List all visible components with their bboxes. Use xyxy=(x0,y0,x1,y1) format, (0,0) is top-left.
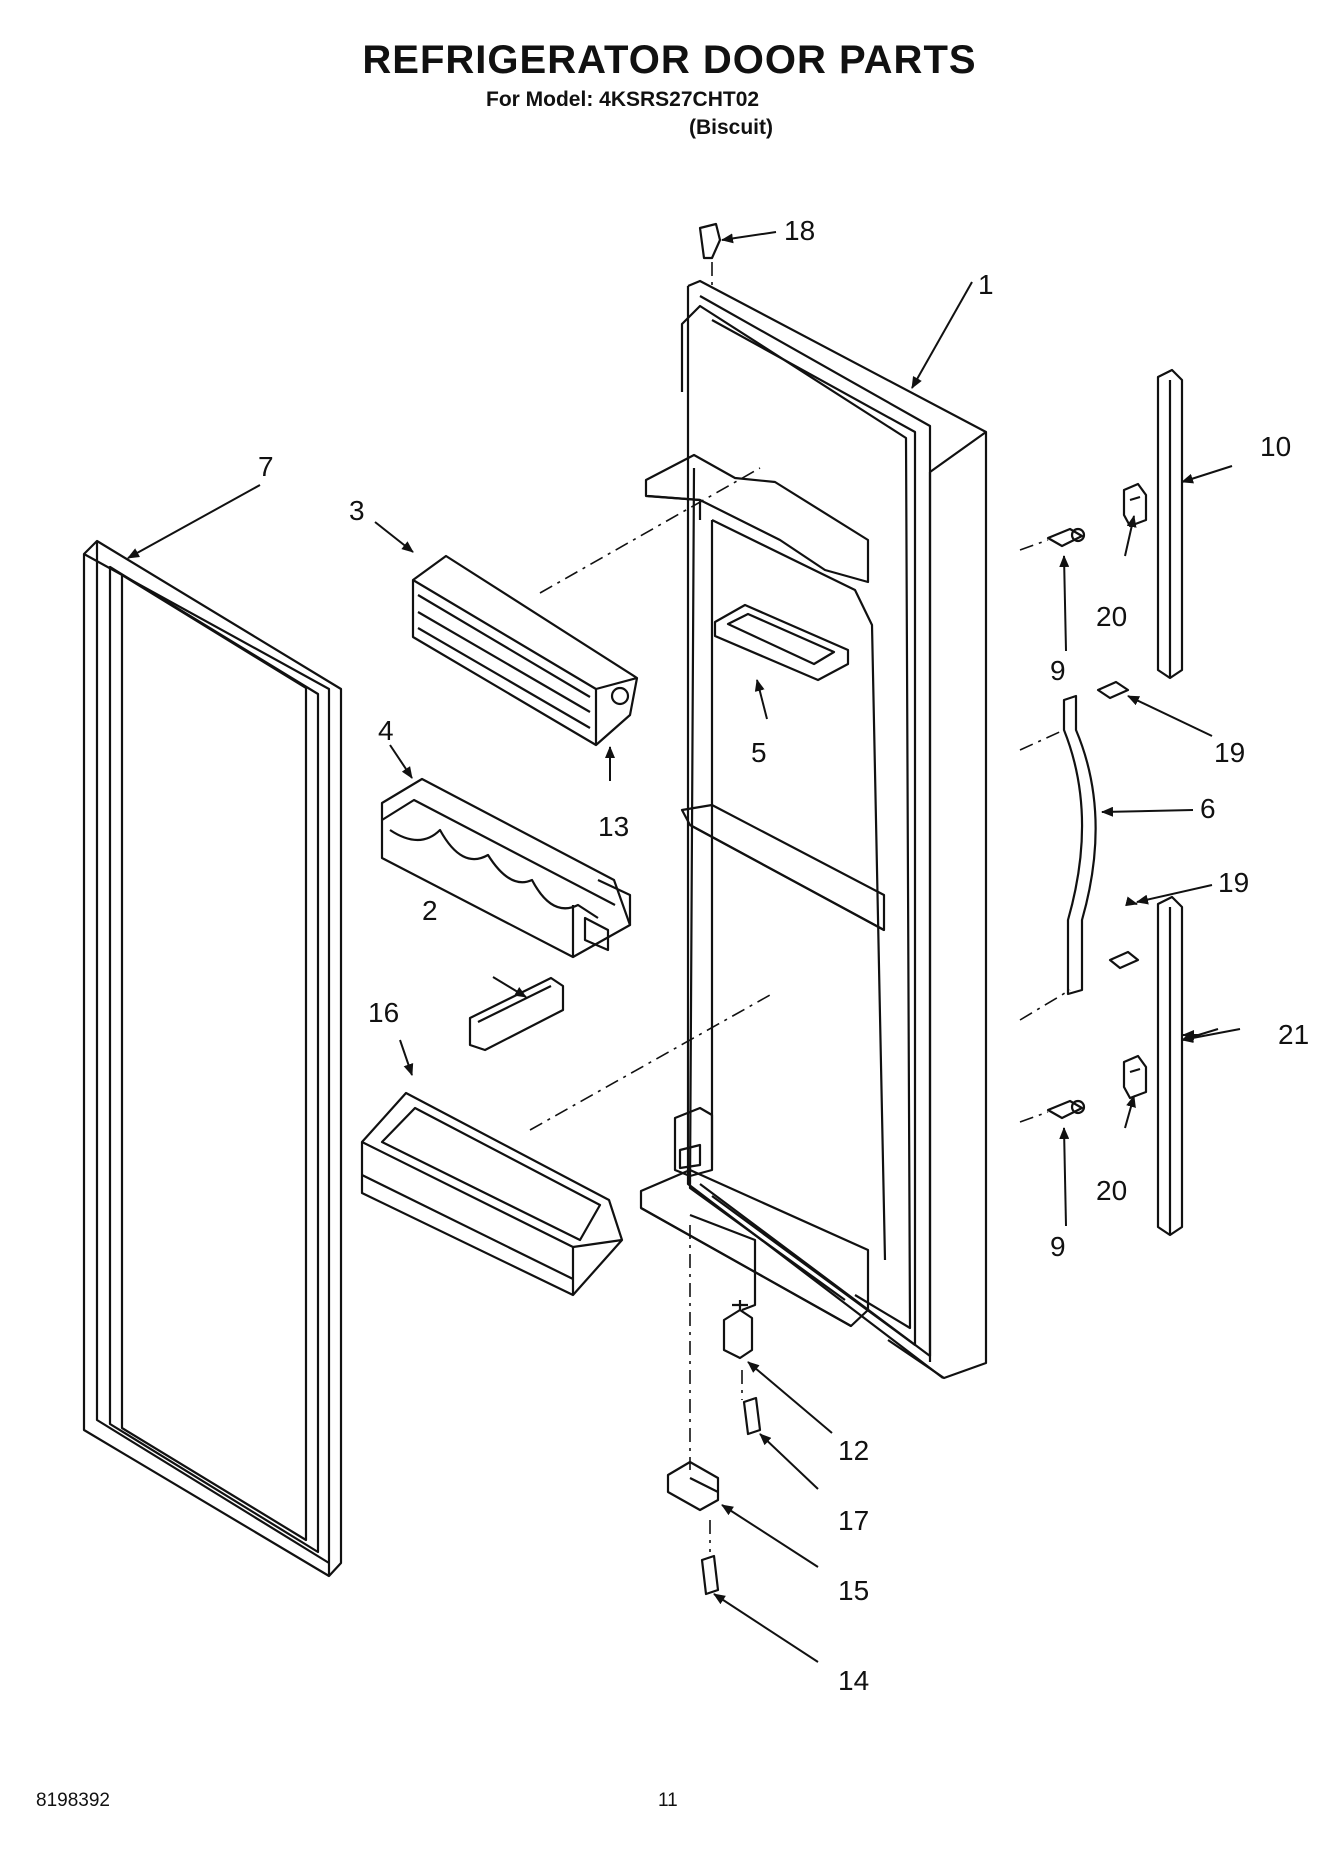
leader-arrows xyxy=(127,231,1241,1663)
callout-6: 6 xyxy=(1200,793,1216,824)
screw-19-upper-part xyxy=(1096,680,1130,700)
door-bin-part xyxy=(360,1091,624,1297)
page-number: 11 xyxy=(658,1790,678,1811)
lower-hinge-part xyxy=(666,1460,720,1512)
model-line: For Model: 4KSRS27CHT02 xyxy=(486,88,760,111)
callout-17: 17 xyxy=(838,1505,869,1536)
callout-19a: 19 xyxy=(1214,737,1245,768)
screw-19-lower-part xyxy=(1108,950,1140,970)
callout-15: 15 xyxy=(838,1575,869,1606)
callout-18: 18 xyxy=(784,215,815,246)
callout-13: 13 xyxy=(598,811,629,842)
trim-clip-upper-part xyxy=(1122,482,1148,528)
callout-10: 10 xyxy=(1260,431,1291,462)
dairy-tray-part xyxy=(713,603,850,682)
callout-5: 5 xyxy=(751,737,767,768)
callout-14: 14 xyxy=(838,1665,869,1696)
callout-7: 7 xyxy=(258,451,274,482)
top-trim-part xyxy=(1156,368,1184,680)
egg-tray-part xyxy=(380,777,632,959)
screw-14-part xyxy=(700,1554,720,1596)
callout-9a: 9 xyxy=(1050,655,1066,686)
page-title: REFRIGERATOR DOOR PARTS xyxy=(362,38,977,82)
color-variant: (Biscuit) xyxy=(689,116,773,139)
screw-9-upper-part xyxy=(1046,527,1086,548)
hinge-cap-part xyxy=(698,222,722,260)
callout-labels: 18 1 7 3 4 13 5 2 16 10 20 9 19 6 19 21 … xyxy=(258,215,1309,1696)
screw-17-part xyxy=(742,1396,762,1436)
document-number: 8198392 xyxy=(36,1790,110,1811)
callout-16: 16 xyxy=(368,997,399,1028)
callout-21: 21 xyxy=(1278,1019,1309,1050)
alignment-lines xyxy=(529,262,1071,1552)
bottom-trim-part xyxy=(1156,895,1184,1237)
callout-1: 1 xyxy=(978,269,994,300)
callout-2: 2 xyxy=(422,895,438,926)
trim-clip-lower-part xyxy=(1122,1054,1148,1100)
callout-3: 3 xyxy=(349,495,365,526)
callout-19b: 19 xyxy=(1218,867,1249,898)
callout-12: 12 xyxy=(838,1435,869,1466)
door-handle-part xyxy=(1062,694,1097,996)
hinge-pin-part xyxy=(722,1300,754,1360)
callout-20b: 20 xyxy=(1096,1175,1127,1206)
egg-tray-clip-part xyxy=(468,976,565,1052)
callout-4: 4 xyxy=(378,715,394,746)
callout-9b: 9 xyxy=(1050,1231,1066,1262)
dairy-door-part xyxy=(411,554,639,747)
door-gasket-part xyxy=(82,539,343,1578)
door-assembly-part xyxy=(639,279,988,1380)
callout-20a: 20 xyxy=(1096,601,1127,632)
screw-9-lower-part xyxy=(1046,1099,1086,1120)
